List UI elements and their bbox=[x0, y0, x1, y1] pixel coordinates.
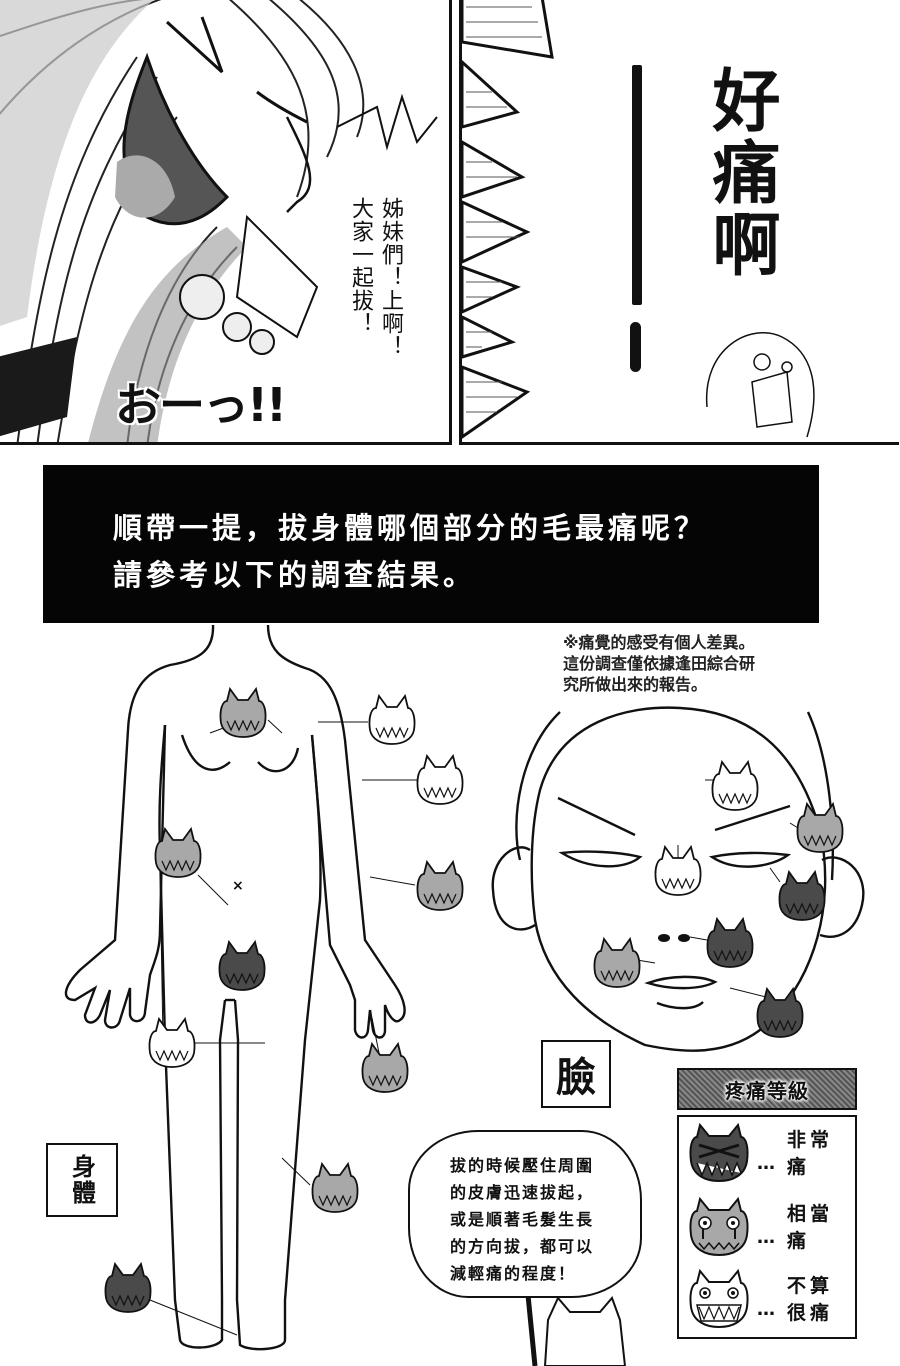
teary-cat-icon bbox=[689, 1197, 749, 1257]
navel-mark: × bbox=[232, 878, 244, 894]
face-outline bbox=[491, 706, 865, 1052]
banner-line-1: 順帶一提，拔身體哪個部分的毛最痛呢？ bbox=[113, 511, 708, 545]
body-outline bbox=[64, 624, 406, 1351]
legend-item-not-very-painful: … 不算很痛 bbox=[685, 1269, 845, 1339]
speed-spikes-illustration bbox=[462, 0, 815, 439]
panel-top-right: 好痛啊 bbox=[459, 0, 899, 445]
speech-line-1: 姊妹們！上啊！ bbox=[378, 197, 403, 358]
smiling-cat-icon bbox=[689, 1269, 749, 1329]
cat-shin bbox=[311, 1163, 359, 1213]
tip-line-4: 的方向拔，都可以 bbox=[450, 1237, 595, 1256]
cat-upper-arm bbox=[416, 755, 464, 805]
cat-temple bbox=[796, 803, 844, 853]
note-line-2: 這份調查僅依據逢田綜合研 bbox=[563, 654, 756, 673]
tip-line-1: 拔的時候壓住周圍 bbox=[450, 1156, 595, 1175]
cat-forehead bbox=[711, 761, 759, 811]
note-line-1: ※痛覺的感受有個人差異。 bbox=[563, 633, 755, 652]
pain-level-legend: 疼痛等級 … 非常痛 … 相當痛 bbox=[677, 1068, 857, 1339]
tip-line-2: 的皮膚迅速拔起， bbox=[450, 1183, 595, 1202]
legend-item-quite-painful: … 相當痛 bbox=[685, 1197, 845, 1267]
face-section-label: 臉 bbox=[541, 1040, 611, 1108]
crossed-eyes-cat-icon bbox=[689, 1123, 749, 1183]
sound-effect: おーっ!! bbox=[115, 378, 287, 432]
legend-item-very-painful: … 非常痛 bbox=[685, 1123, 845, 1193]
character-laughing-illustration bbox=[0, 0, 438, 442]
cat-armpit bbox=[368, 695, 416, 745]
cat-chin bbox=[756, 988, 804, 1038]
tip-line-5: 減輕痛的程度！ bbox=[450, 1264, 577, 1283]
note-line-3: 究所做出來的報告。 bbox=[563, 675, 708, 694]
panel-top-left: 姊妹們！上啊！ 大家一起拔！ おーっ!! bbox=[0, 0, 452, 445]
cat-between-brows bbox=[654, 846, 702, 896]
cat-eyelash bbox=[778, 871, 826, 921]
disclaimer-note: ※痛覺的感受有個人差異。 這份調查僅依據逢田綜合研 究所做出來的報告。 bbox=[563, 632, 803, 695]
legend-title: 疼痛等級 bbox=[677, 1068, 857, 1110]
speech-line-2: 大家一起拔！ bbox=[348, 197, 373, 335]
body-section-label: 身體 bbox=[46, 1143, 118, 1217]
cat-toes bbox=[104, 1263, 152, 1313]
banner-line-2: 請參考以下的調查結果。 bbox=[113, 558, 477, 592]
shout-dash bbox=[632, 65, 642, 305]
shout-text: 好痛啊 bbox=[700, 65, 779, 281]
cat-fingers bbox=[361, 1043, 409, 1093]
legend-body: … 非常痛 … 相當痛 … 不算很痛 bbox=[677, 1115, 857, 1339]
cat-bikini bbox=[218, 941, 266, 991]
cat-belly bbox=[154, 828, 202, 878]
tip-line-3: 或是順著毛髮生長 bbox=[450, 1210, 595, 1229]
cat-nose bbox=[706, 918, 754, 968]
mascot-cat-with-pointer bbox=[525, 1294, 627, 1366]
cat-thigh bbox=[148, 1018, 196, 1068]
survey-intro-banner: 順帶一提，拔身體哪個部分的毛最痛呢？ 請參考以下的調查結果。 bbox=[43, 465, 819, 623]
speech-bubble-text: 姊妹們！上啊！ 大家一起拔！ bbox=[345, 197, 405, 397]
cat-mustache bbox=[593, 938, 641, 988]
shout-exclamation bbox=[630, 322, 641, 372]
tip-speech-bubble: 拔的時候壓住周圍 的皮膚迅速拔起， 或是順著毛髮生長 的方向拔，都可以 減輕痛的… bbox=[408, 1130, 642, 1298]
cat-forearm bbox=[416, 861, 464, 911]
cat-chest bbox=[219, 688, 267, 738]
